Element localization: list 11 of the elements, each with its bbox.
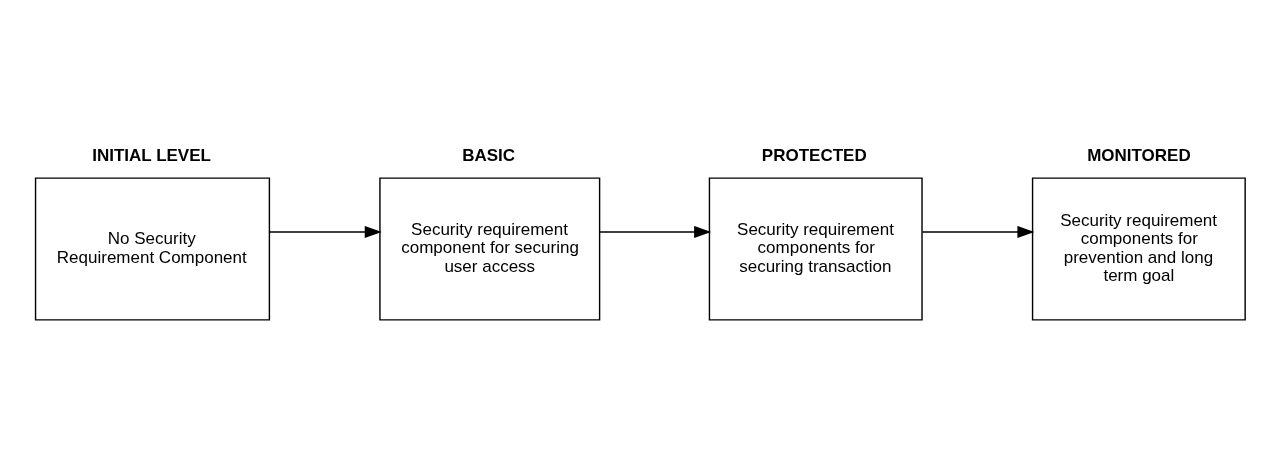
arrow xyxy=(599,225,712,238)
node-label: INITIAL LEVEL xyxy=(92,145,211,165)
node-box: No Security Requirement Component xyxy=(34,176,271,321)
node-box: Security requirement components for securing transaction xyxy=(708,176,923,321)
arrow xyxy=(269,225,382,238)
node-box: Security requirement components for prevention and long term goal xyxy=(1031,176,1246,321)
node-label: PROTECTED xyxy=(761,145,867,165)
node-box: Security requirement component for securing user access xyxy=(379,176,601,321)
arrow xyxy=(921,225,1035,238)
node-label: BASIC xyxy=(462,145,516,165)
node-label: MONITORED xyxy=(1087,145,1191,165)
